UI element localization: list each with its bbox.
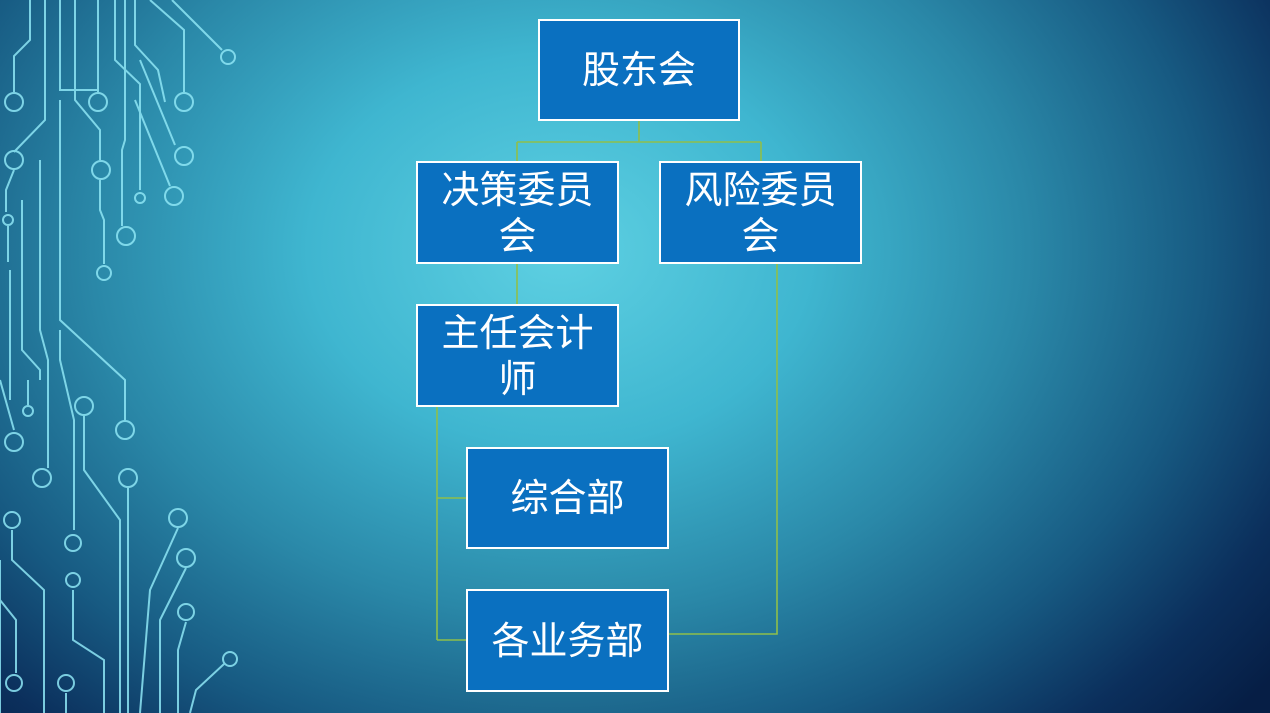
node-business-departments: 各业务部 <box>466 589 669 692</box>
circuit-decoration <box>0 0 238 713</box>
node-shareholders-meeting: 股东会 <box>538 19 740 121</box>
connector-root-to-committees <box>516 121 762 162</box>
node-risk-committee: 风险委员会 <box>659 161 862 264</box>
node-general-department: 综合部 <box>466 447 669 549</box>
node-decision-committee: 决策委员会 <box>416 161 619 264</box>
connector-risk-to-business <box>669 264 778 635</box>
connector-accountant-to-depts <box>436 406 467 641</box>
node-chief-accountant: 主任会计师 <box>416 304 619 407</box>
